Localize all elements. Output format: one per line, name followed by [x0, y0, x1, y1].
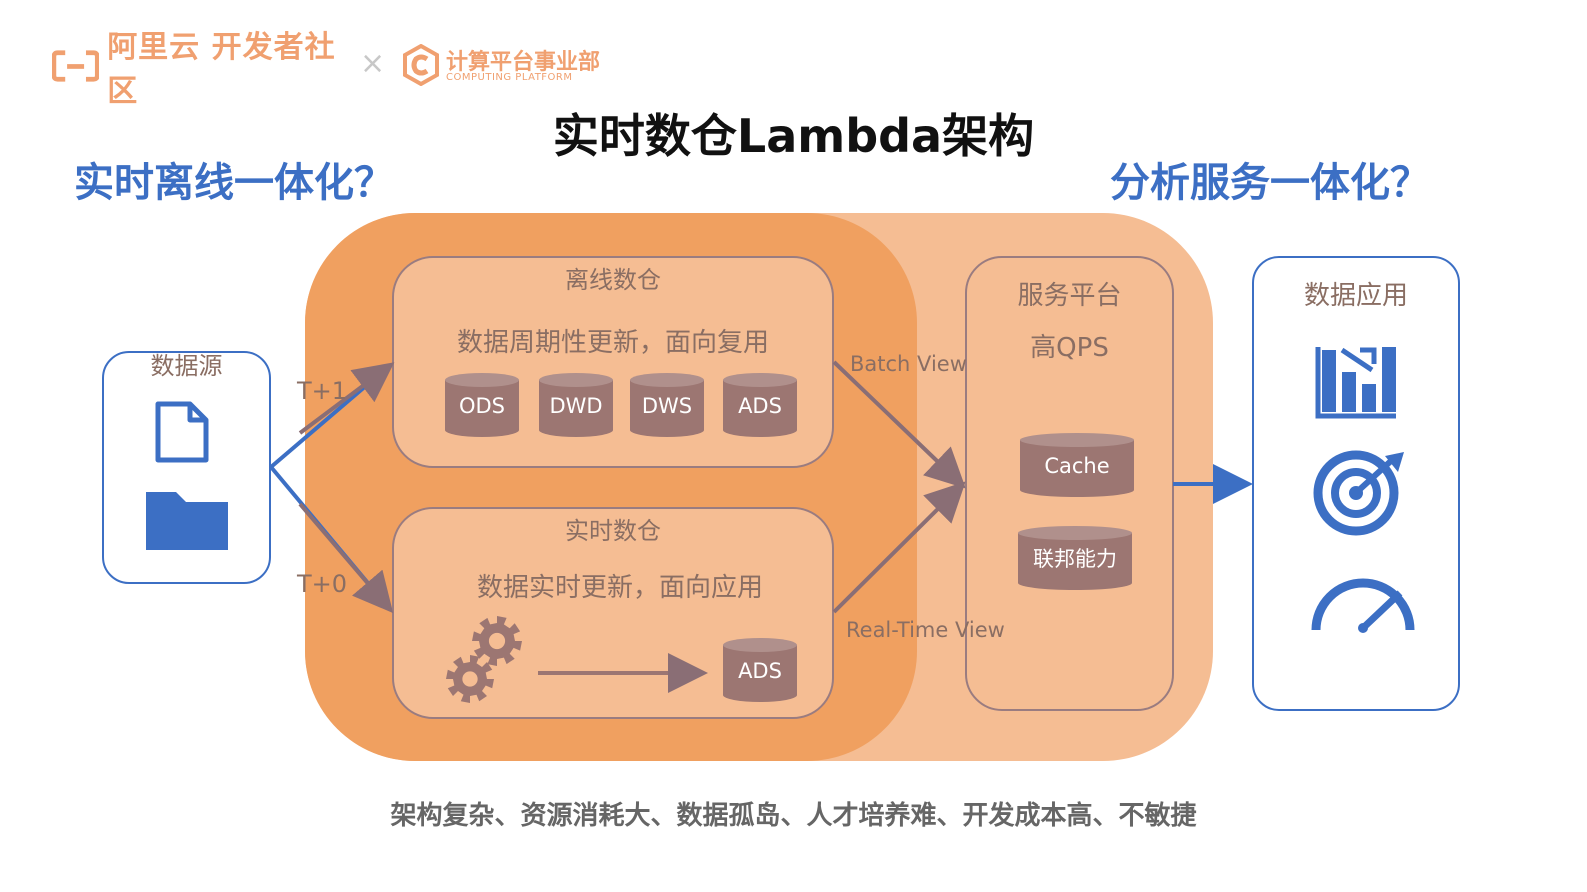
- bar-chart-icon: [1315, 347, 1396, 419]
- bottom-summary: 架构复杂、资源消耗大、数据孤岛、人才培养难、开发成本高、不敏捷: [390, 801, 1197, 831]
- edge-offline-arrowhead: [298, 362, 395, 435]
- edge-realtime-view: [832, 481, 966, 614]
- datasource-title: 数据源: [150, 352, 223, 380]
- question-left: 实时离线一体化？: [74, 160, 394, 206]
- db-ads-label: ADS: [738, 394, 782, 418]
- db-federation: 联邦能力: [1018, 526, 1132, 590]
- computing-platform-name: 计算平台事业部: [446, 50, 601, 75]
- db-cache: Cache: [1020, 433, 1134, 497]
- data-apps-box: [1252, 256, 1460, 711]
- db-cache-label: Cache: [1044, 454, 1109, 478]
- folder-icon: [146, 492, 228, 550]
- aliyun-logo-text: 阿里云 开发者社区: [107, 30, 336, 109]
- db-dws-label: DWS: [642, 394, 692, 418]
- db-dwd-label: DWD: [549, 394, 602, 418]
- db-federation-label: 联邦能力: [1033, 547, 1117, 571]
- computing-platform-icon: [403, 44, 439, 86]
- aliyun-logo: 阿里云 开发者社区: [52, 30, 352, 109]
- realtime-ads-database: ADS: [723, 638, 797, 702]
- db-ads: ADS: [723, 373, 797, 437]
- offline-subtitle: 数据周期性更新，面向复用: [456, 328, 769, 358]
- computing-platform-logo: 计算平台事业部 COMPUTING PLATFORM: [400, 42, 600, 90]
- service-databases: Cache 联邦能力: [1018, 433, 1134, 590]
- service-subtitle: 高QPS: [1030, 333, 1109, 363]
- datasource-box: [102, 351, 271, 584]
- speedometer-icon: [1311, 578, 1415, 633]
- file-icon: [155, 401, 209, 463]
- target-icon: [1313, 450, 1404, 536]
- edge-realtime-arrowhead: [298, 502, 394, 614]
- edge-batch-view: [832, 360, 966, 489]
- db-realtime-ads-label: ADS: [738, 659, 782, 683]
- db-dwd: DWD: [539, 373, 613, 437]
- computing-platform-sub: COMPUTING PLATFORM: [446, 72, 573, 83]
- apps-title: 数据应用: [1303, 281, 1408, 311]
- aliyun-bracket-icon: [52, 50, 100, 82]
- realtime-title: 实时数仓: [565, 517, 661, 545]
- gear-icon: [472, 616, 522, 666]
- realtime-subtitle: 数据实时更新，面向应用: [476, 573, 763, 603]
- offline-title: 离线数仓: [565, 266, 661, 294]
- page-title: 实时数仓Lambda架构: [552, 109, 1035, 163]
- logo-separator: ×: [360, 46, 386, 81]
- db-dws: DWS: [630, 373, 704, 437]
- db-ods-label: ODS: [459, 394, 505, 418]
- service-title: 服务平台: [1017, 281, 1122, 311]
- db-realtime-ads: ADS: [723, 638, 797, 702]
- db-ods: ODS: [445, 373, 519, 437]
- edge-label-realtime-view: Real-Time View: [846, 618, 1005, 642]
- gear-icon-small: [446, 655, 494, 703]
- offline-layer-databases: ODS DWD DWS ADS: [445, 373, 797, 437]
- edge-label-t-plus-0: T+0: [297, 570, 348, 598]
- edge-label-t-plus-1: T+1: [297, 377, 348, 405]
- edge-label-batch-view: Batch View: [850, 352, 967, 376]
- question-right: 分析服务一体化？: [1110, 160, 1430, 206]
